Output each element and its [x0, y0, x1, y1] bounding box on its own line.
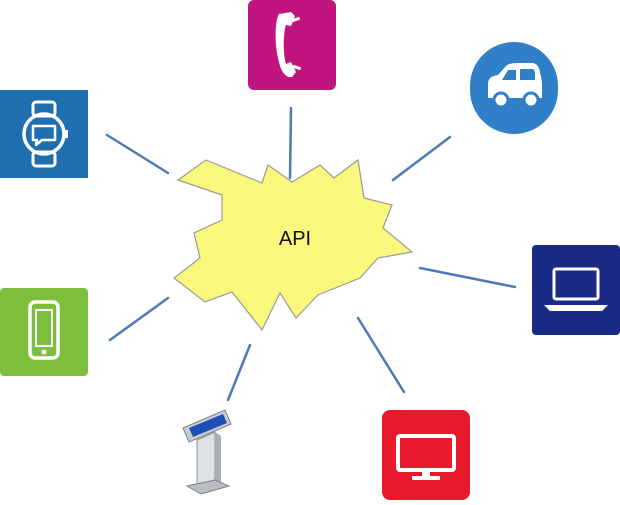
device-tv — [382, 410, 470, 500]
smartwatch-icon — [22, 100, 68, 168]
phone-icon — [275, 12, 302, 78]
connector-laptop — [418, 266, 517, 289]
laptop-icon — [544, 267, 608, 311]
connector-mobile — [108, 296, 170, 342]
connector-car — [391, 135, 452, 182]
connector-kiosk — [226, 343, 252, 402]
api-hub-starburst — [173, 158, 414, 332]
car-icon — [488, 63, 542, 109]
kiosk-icon — [182, 409, 232, 495]
connector-phone — [288, 106, 293, 180]
device-car — [470, 42, 558, 134]
tv-monitor-icon — [396, 434, 456, 480]
connector-tv — [356, 316, 406, 394]
device-phone — [248, 0, 336, 90]
device-smartwatch — [0, 90, 88, 178]
api-hub-label: API — [278, 228, 312, 250]
device-kiosk — [175, 406, 235, 498]
device-mobile-phone — [0, 288, 88, 376]
connector-smartwatch — [105, 133, 170, 175]
device-laptop — [532, 245, 620, 335]
mobile-phone-icon — [28, 300, 60, 360]
